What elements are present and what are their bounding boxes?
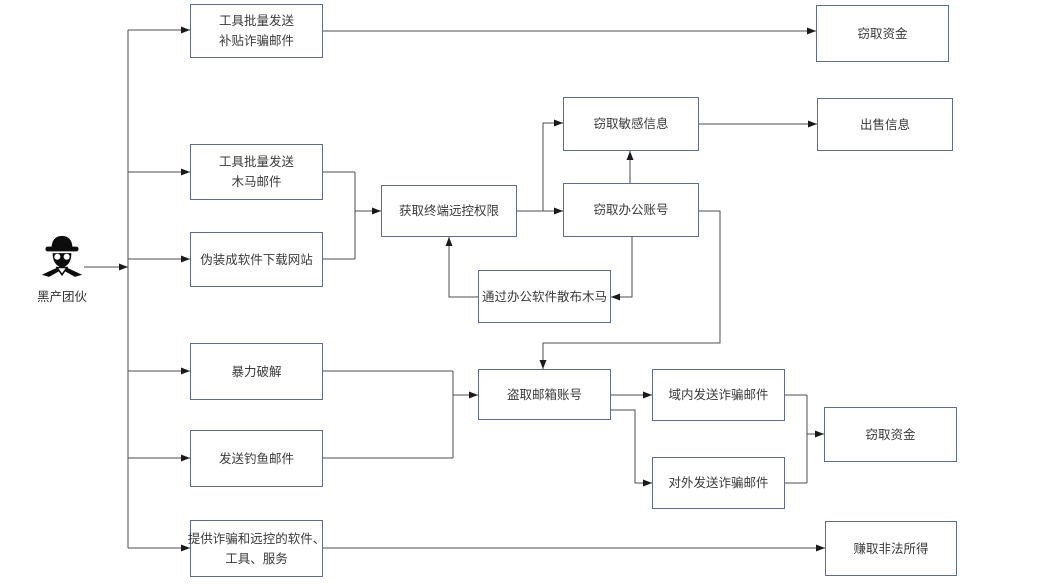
node-spread-trojan-office: 通过办公软件散布木马	[478, 270, 611, 323]
node-label: 提供诈骗和远控的软件、	[187, 531, 326, 546]
node-label: 出售信息	[859, 117, 910, 132]
node-label: 工具批量发送	[218, 14, 294, 28]
edge-split-to-sensitive	[542, 119, 563, 211]
node-provide-tools-services: 提供诈骗和远控的软件、工具、服务	[187, 520, 326, 577]
node-scam-mail-internal: 域内发送诈骗邮件	[652, 369, 785, 421]
node-label: 通过办公软件散布木马	[481, 289, 607, 304]
node-get-remote-control: 获取终端远控权限	[381, 185, 517, 237]
edge-spread-to-remote	[445, 237, 478, 298]
node-label: 暴力破解	[231, 364, 282, 379]
node-label: 窃取资金	[857, 26, 908, 41]
node-steal-funds-bottom: 窃取资金	[824, 407, 957, 462]
node-label: 窃取资金	[865, 427, 916, 442]
spy-icon	[41, 235, 83, 277]
node-label: 工具批量发送	[218, 155, 294, 169]
actor-label: 黑产团伙	[36, 290, 87, 304]
node-sell-info: 出售信息	[817, 98, 953, 151]
node-label: 窃取敏感信息	[593, 117, 669, 131]
node-phishing-mail: 发送钓鱼邮件	[190, 430, 323, 487]
node-send-subsidy-scam-mail: 工具批量发送补贴诈骗邮件	[190, 4, 323, 58]
node-label: 赚取非法所得	[853, 541, 929, 556]
node-label: 工具、服务	[225, 551, 288, 566]
node-steal-sensitive-info: 窃取敏感信息	[563, 97, 699, 151]
node-steal-mailbox-account: 盗取邮箱账号	[478, 369, 611, 420]
node-label: 盗取邮箱账号	[506, 387, 582, 402]
node-label: 域内发送诈骗邮件	[668, 388, 769, 402]
node-earn-illegal-income: 赚取非法所得	[825, 521, 957, 576]
node-label: 伪装成软件下载网站	[200, 252, 313, 267]
node-label: 补贴诈骗邮件	[218, 34, 294, 48]
node-label: 发送钓鱼邮件	[218, 451, 294, 466]
threat-actor: 黑产团伙	[28, 230, 96, 305]
node-steal-funds-top: 窃取资金	[816, 5, 949, 62]
node-steal-office-account: 窃取办公账号	[563, 183, 699, 237]
node-label: 获取终端远控权限	[398, 204, 499, 218]
node-fake-download-site: 伪装成软件下载网站	[190, 232, 323, 287]
node-scam-mail-external: 对外发送诈骗邮件	[652, 457, 785, 509]
node-send-trojan-mail: 工具批量发送木马邮件	[190, 144, 323, 200]
node-label: 对外发送诈骗邮件	[668, 476, 769, 490]
edge-mailbox-to-external	[611, 409, 652, 487]
edge-office-to-spread	[611, 237, 633, 301]
node-brute-force: 暴力破解	[190, 343, 323, 400]
node-label: 窃取办公账号	[593, 203, 669, 217]
node-label: 木马邮件	[231, 175, 282, 189]
